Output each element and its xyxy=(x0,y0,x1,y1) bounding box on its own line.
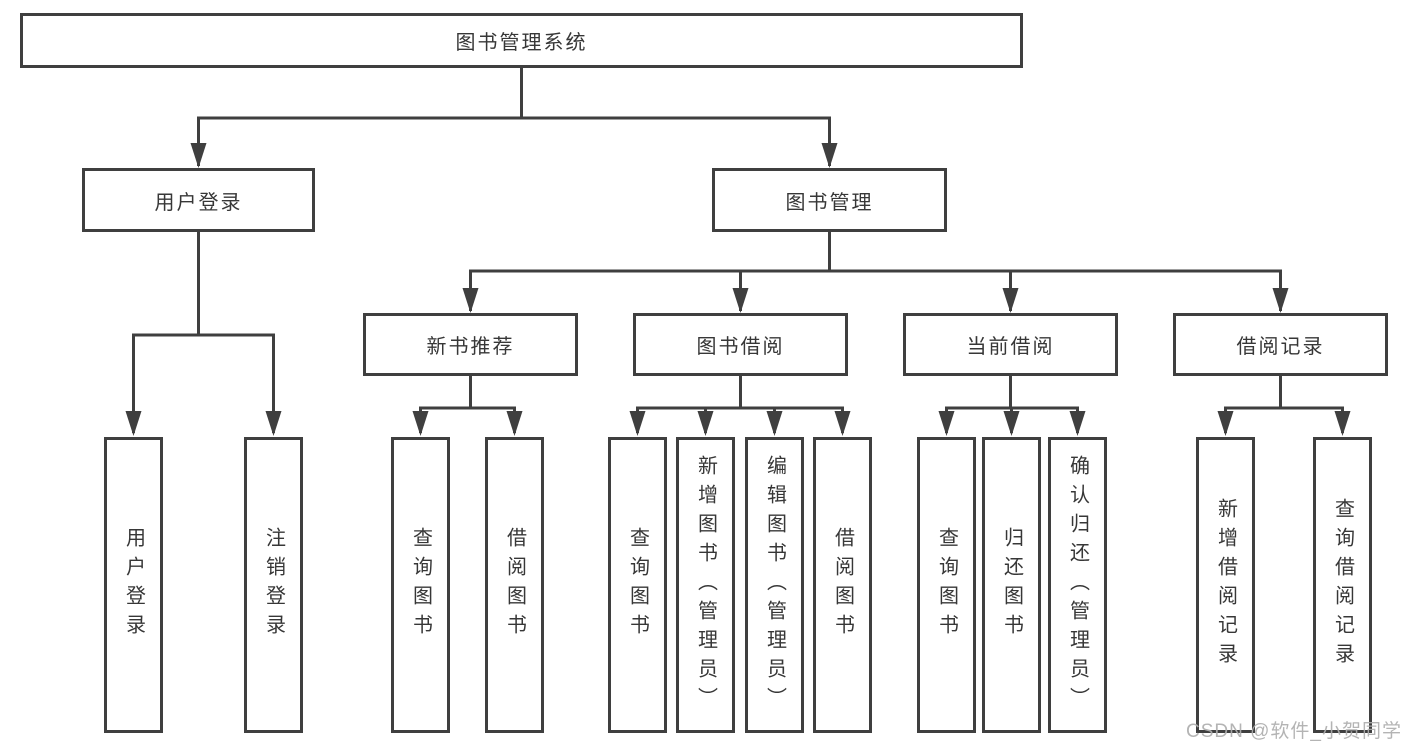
node-book-management: 图书管理 xyxy=(712,168,947,232)
arrow-down-icon xyxy=(1334,411,1351,436)
arrow-down-icon xyxy=(1003,411,1020,436)
node-current-borrow: 当前借阅 xyxy=(903,313,1118,376)
node-label: 查询图书 xyxy=(626,527,649,643)
connector-borrow-branch xyxy=(636,406,844,433)
node-leaf-borrow-books: 借阅图书 xyxy=(813,437,872,733)
node-leaf-edit-books-admin: 编辑图书（管理员） xyxy=(745,437,804,733)
node-leaf-query-books-current: 查询图书 xyxy=(917,437,976,733)
node-leaf-add-borrow-record: 新增借阅记录 xyxy=(1196,437,1255,733)
node-leaf-query-books-recommend: 查询图书 xyxy=(391,437,450,733)
watermark: CSDN @软件_小贺同学 xyxy=(1186,721,1402,742)
arrow-down-icon xyxy=(697,411,714,436)
connector-book-mgmt-branch xyxy=(469,269,1282,311)
node-label: 编辑图书（管理员） xyxy=(763,454,786,716)
connector-recommend-branch xyxy=(419,406,516,433)
node-label: 查询图书 xyxy=(935,527,958,643)
node-book-management-system: 图书管理系统 xyxy=(20,13,1023,68)
arrow-down-icon xyxy=(265,411,282,436)
node-label: 借阅记录 xyxy=(1236,336,1325,358)
node-label: 借阅图书 xyxy=(503,527,526,643)
node-label: 新书推荐 xyxy=(426,336,515,358)
arrow-down-icon xyxy=(1272,288,1289,313)
node-label: 用户登录 xyxy=(154,191,243,214)
connector-lines xyxy=(132,68,1344,433)
arrow-down-icon xyxy=(190,143,207,168)
node-label: 新增图书（管理员） xyxy=(694,454,717,716)
connector-root-branch xyxy=(197,116,831,166)
node-leaf-return-books: 归还图书 xyxy=(982,437,1041,733)
node-label: 归还图书 xyxy=(1000,527,1023,643)
node-label: 图书管理系统 xyxy=(455,32,588,54)
node-leaf-add-books-admin: 新增图书（管理员） xyxy=(676,437,735,733)
arrow-down-icon xyxy=(412,411,429,436)
node-leaf-borrow-books-recommend: 借阅图书 xyxy=(485,437,544,733)
arrow-down-icon xyxy=(1069,411,1086,436)
node-leaf-logout: 注销登录 xyxy=(244,437,303,733)
node-label: 图书管理 xyxy=(785,191,874,214)
node-leaf-query-borrow-record: 查询借阅记录 xyxy=(1313,437,1372,733)
arrow-down-icon xyxy=(506,411,523,436)
node-label: 当前借阅 xyxy=(966,336,1055,358)
arrowheads xyxy=(125,143,1351,436)
arrow-down-icon xyxy=(629,411,646,436)
node-label: 查询图书 xyxy=(409,527,432,643)
node-borrow-record: 借阅记录 xyxy=(1173,313,1388,376)
node-label: 借阅图书 xyxy=(831,527,854,643)
node-new-book-recommend: 新书推荐 xyxy=(363,313,578,376)
arrow-down-icon xyxy=(1002,288,1019,313)
arrow-down-icon xyxy=(938,411,955,436)
arrow-down-icon xyxy=(1217,411,1234,436)
arrow-down-icon xyxy=(462,288,479,313)
node-label: 用户登录 xyxy=(122,527,145,643)
node-leaf-user-login: 用户登录 xyxy=(104,437,163,733)
node-label: 查询借阅记录 xyxy=(1331,498,1354,672)
node-leaf-query-books-borrow: 查询图书 xyxy=(608,437,667,733)
node-user-login: 用户登录 xyxy=(82,168,315,232)
arrow-down-icon xyxy=(125,411,142,436)
node-book-borrow: 图书借阅 xyxy=(633,313,848,376)
node-label: 注销登录 xyxy=(262,527,285,643)
node-label: 确认归还（管理员） xyxy=(1066,454,1089,716)
node-label: 新增借阅记录 xyxy=(1214,498,1237,672)
arrow-down-icon xyxy=(834,411,851,436)
node-label: 图书借阅 xyxy=(696,336,785,358)
arrow-down-icon xyxy=(821,143,838,168)
connector-record-branch xyxy=(1224,406,1344,433)
node-leaf-confirm-return-admin: 确认归还（管理员） xyxy=(1048,437,1107,733)
arrow-down-icon xyxy=(732,288,749,313)
connector-user-login-branch xyxy=(132,333,275,433)
arrow-down-icon xyxy=(766,411,783,436)
